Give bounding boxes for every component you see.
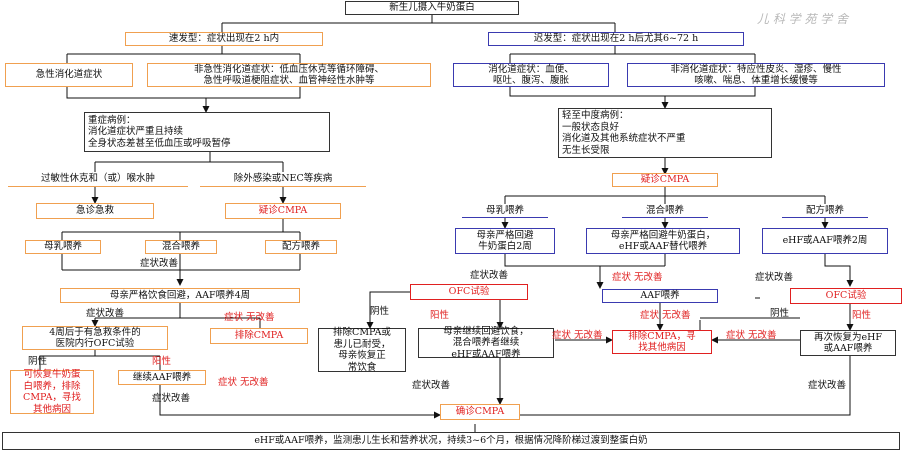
mother-avoid-substitute-box: 母亲严格回避牛奶蛋白， eHF或AAF替代喂养 [586,228,740,254]
no-improve-left2: 症状 无改善 [218,377,269,388]
no-improve-r2-text: 无改善 [574,330,603,341]
anaphylaxis-label: 过敏性休克和（或）喉水肿 [8,172,188,187]
delayed-onset-box: 迟发型：症状出现在2 h后尤其6~72 h [488,32,744,46]
exclude-other-box: 排除CMPA，寻 找其他病因 [612,330,712,354]
positive-label-left: 阳性 [152,356,172,367]
improve-label-r2: 症状改善 [755,272,794,283]
symptom-left2-text: 症状 [218,377,238,388]
negative-label-left: 阴性 [28,356,48,367]
improve-label-l: 症状改善 [140,258,179,269]
no-improve-mid-text: 无改善 [662,310,691,321]
mother-aaf-4w-box: 母亲严格饮食回避，AAF喂养4周 [60,288,300,303]
breast-feeding-right: 母乳喂养 [462,204,548,218]
symptom-r2-text: 症状 [552,330,572,341]
symptom-r3-text: 症状 [726,330,746,341]
exclude-or-tolerant-box: 排除CMPA或 患儿已耐受， 母亲恢复正 常饮食 [318,327,406,373]
suspect-cmpa-right: 疑诊CMPA [612,173,718,187]
mixed-feeding-left: 混合喂养 [145,240,217,254]
symptom-mid-text: 症状 [640,310,660,321]
formula-feeding-right: 配方喂养 [782,204,868,218]
breast-feeding-left: 母乳喂养 [25,240,101,254]
symptom-text: 症状 [612,272,632,283]
no-improve-text: 无改善 [634,272,663,283]
non-gi-rapid-box: 非急性消化道症状：低血压休克等循环障碍、 急性呼吸道梗阻症状、血管神经性水肿等 [147,63,431,87]
severe-cases-box: 重症病例： 消化道症状严重且持续 全身状态差甚至低血压或呼吸暂停 [84,112,330,152]
ofc-test-right: OFC试验 [790,288,902,304]
gi-delayed-box: 消化道症状：血便、 呕吐、腹泻、腹胀 [453,63,609,87]
watermark: 儿 科 学 苑 学 舍 [757,12,849,26]
improve-label-bottom: 症状改善 [152,393,191,404]
acute-gi-box: 急性消化道症状 [5,63,133,87]
emergency-box: 急诊急救 [36,203,154,219]
suspect-cmpa-left: 疑诊CMPA [225,203,341,219]
aaf-feeding-box: AAF喂养 [602,289,718,303]
no-improve-r3: 症状 无改善 [726,330,777,341]
improve-label-l2: 症状改善 [86,308,125,319]
resume-ehf-box: 再次恢复为eHF 或AAF喂养 [800,330,896,356]
ofc-test-middle: OFC试验 [410,284,528,300]
formula-feeding-left: 配方喂养 [265,240,337,254]
no-improve-left-text: 无改善 [246,312,275,323]
exclude-nec-label: 除外感染或NEC等疾病 [200,172,366,187]
continue-aaf-box: 继续AAF喂养 [118,370,206,385]
negative-label-right: 阴性 [770,308,790,319]
negative-label-mid: 阴性 [370,306,390,317]
no-improve-mid: 症状 无改善 [640,310,691,321]
no-improve-r2: 症状 无改善 [552,330,603,341]
negative-result-box: 可恢复牛奶蛋 白喂养，排除 CMPA，寻找 其他病因 [10,369,94,415]
symptom-label-r: 症状 无改善 [612,272,663,283]
mixed-feeding-right: 混合喂养 [622,204,708,218]
mild-cases-box: 轻至中度病例： 一般状态良好 消化道及其他系统症状不严重 无生长受限 [558,108,772,158]
rapid-onset-box: 速发型：症状出现在2 h内 [125,32,323,46]
symptom-left-text: 症状 [224,312,244,323]
mother-avoid-2w-box: 母亲严格回避 牛奶蛋白2周 [455,228,555,254]
no-improve-r3-text: 无改善 [748,330,777,341]
improve-label-right: 症状改善 [808,380,847,391]
exclude-cmpa-box: 排除CMPA [210,328,308,344]
improve-label-r1: 症状改善 [470,270,509,281]
no-improve-left: 症状 无改善 [224,312,275,323]
title-box: 新生儿摄入牛奶蛋白 [345,1,519,15]
non-gi-delayed-box: 非消化道症状：特应性皮炎、湿疹、慢性 咳嗽、喘息、体重增长缓慢等 [627,63,885,87]
ehf-aaf-2w-box: eHF或AAF喂养2周 [762,228,888,254]
confirm-cmpa-box: 确诊CMPA [440,404,520,420]
ofc-4w-box: 4周后于有急救条件的 医院内行OFC试验 [22,326,168,350]
improve-label-mid: 症状改善 [412,380,451,391]
bottom-management-box: eHF或AAF喂养，监测患儿生长和营养状况，持续3~6个月，根据情况降阶梯过渡到… [2,432,900,450]
mother-continue-box: 母亲继续回避饮食， 混合喂养者继续 eHF或AAF喂养 [418,326,554,360]
positive-label-right: 阳性 [852,310,872,321]
positive-label-mid: 阳性 [430,310,450,321]
no-improve-left2-text: 无改善 [240,377,269,388]
